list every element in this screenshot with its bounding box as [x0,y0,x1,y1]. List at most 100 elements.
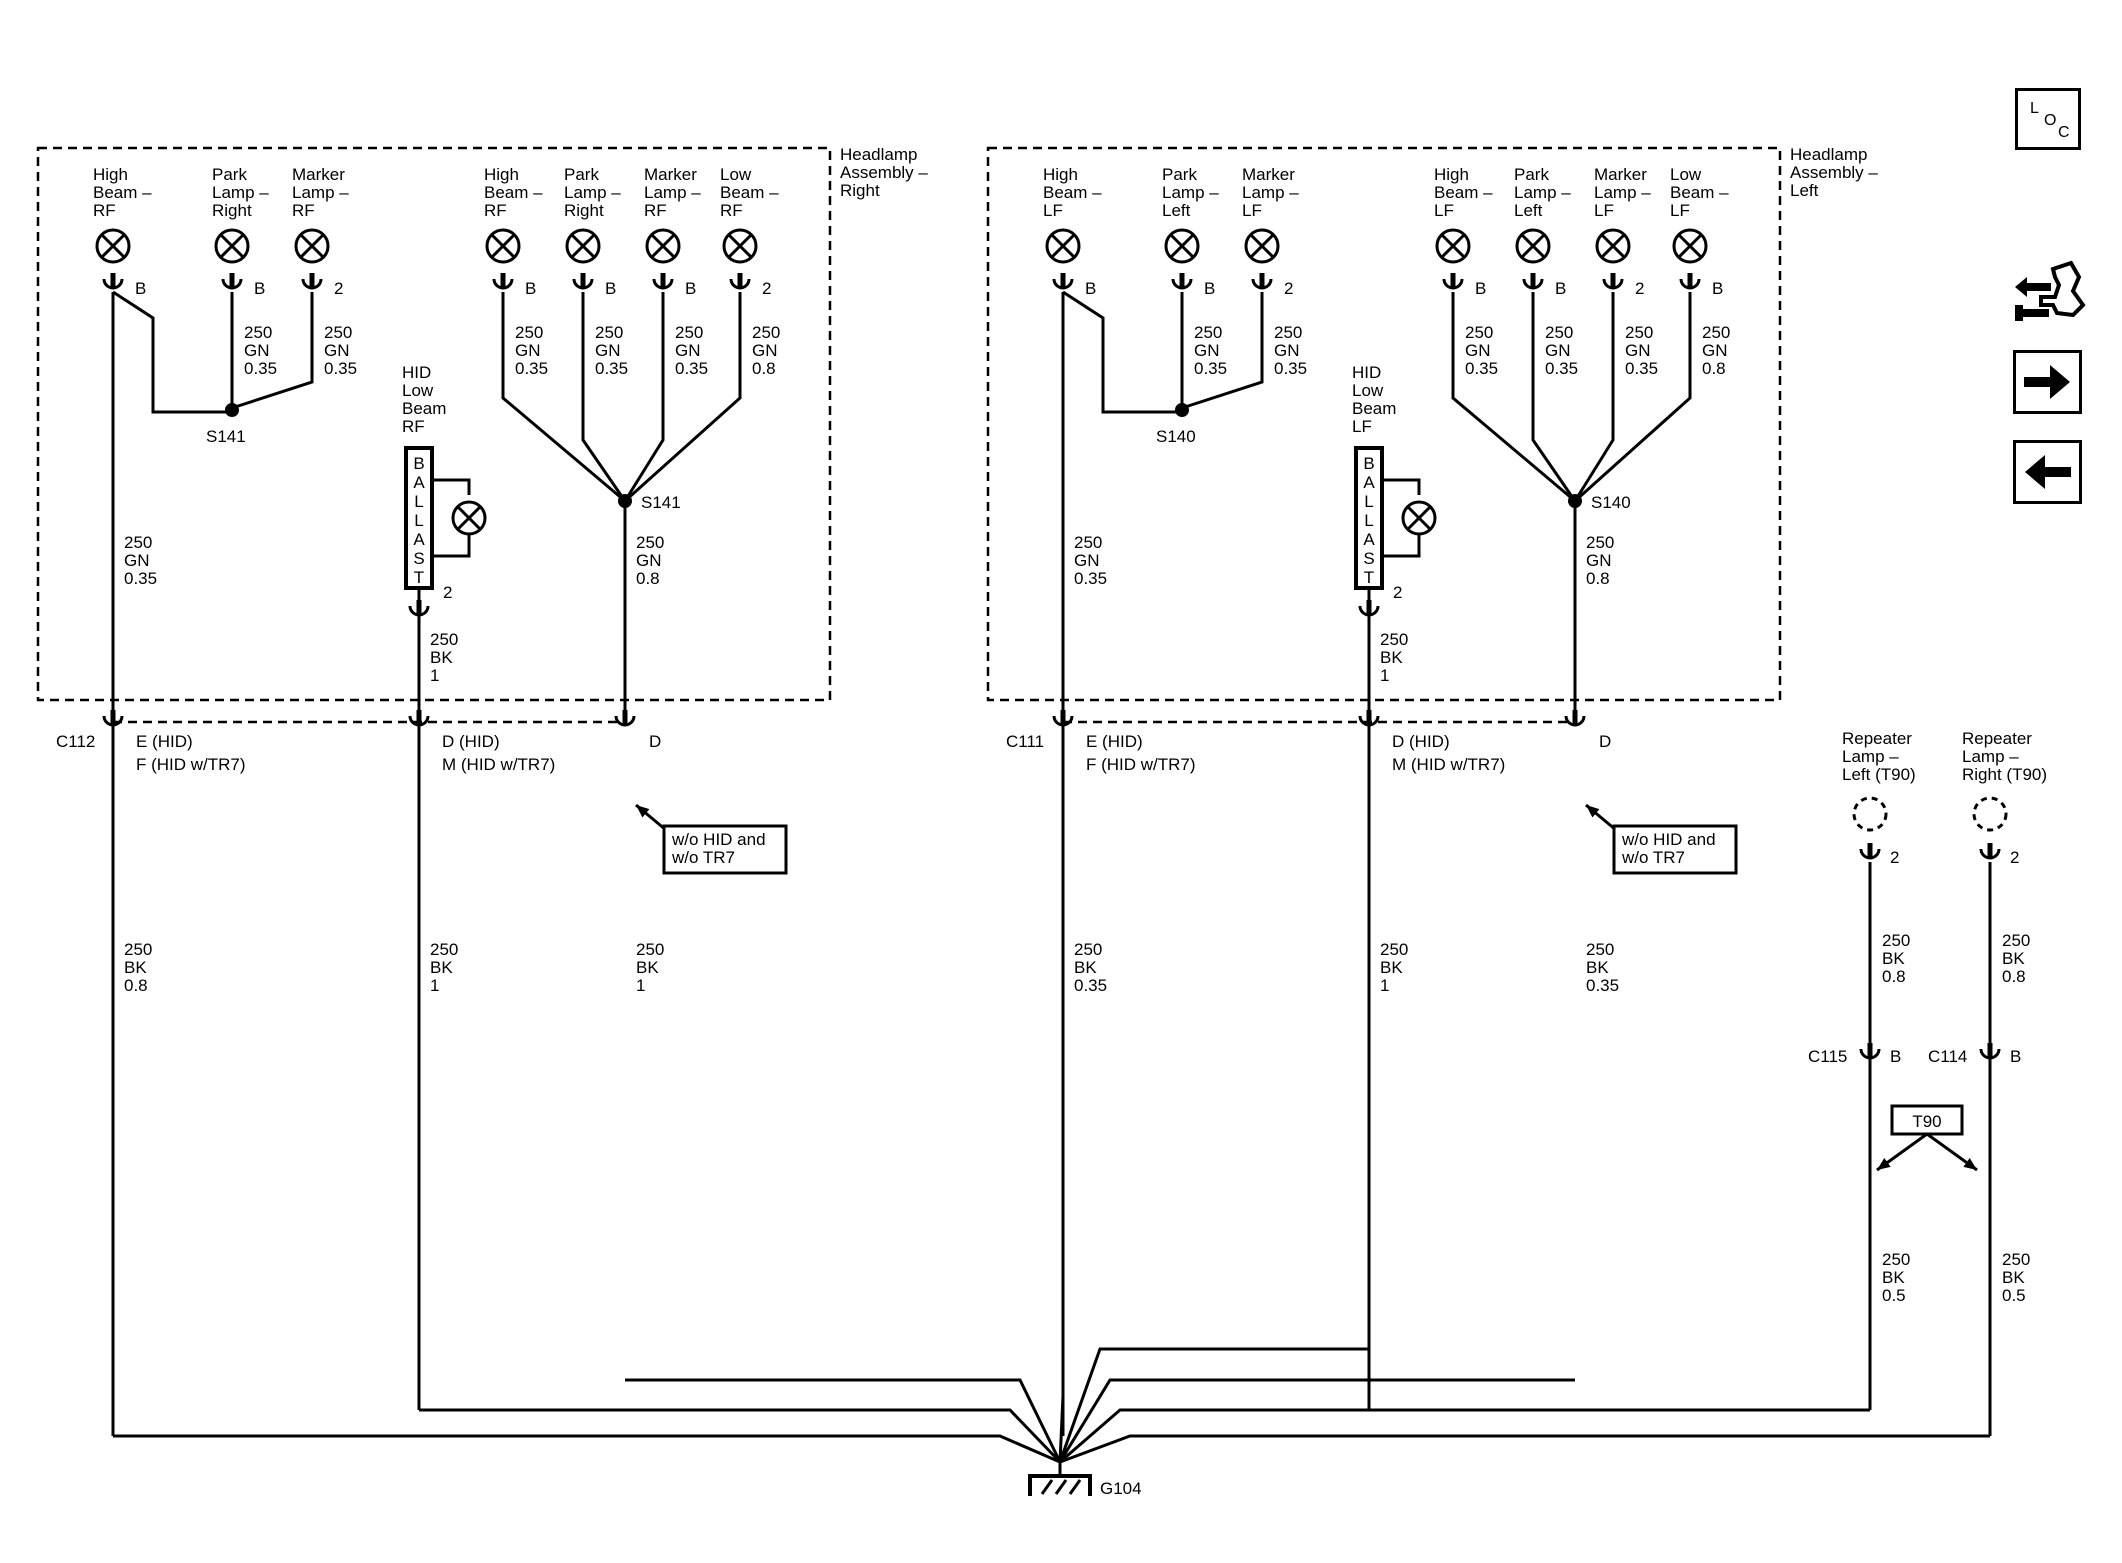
pin-label: B [2010,1047,2021,1066]
wire-label: 250 [1274,323,1302,342]
wire-label: GN [324,341,350,360]
lamp-cross [299,233,325,259]
connector-pin-label: E (HID) [1086,732,1143,751]
wire-label: 0.8 [1586,569,1610,588]
wire-ground [419,1408,1062,1464]
wire-lamp [1573,292,1692,503]
pin-label: B [605,279,616,298]
pin-label: 2 [1284,279,1293,298]
wire-label: 250 [1074,940,1102,959]
wire-label: 250 [1545,323,1573,342]
wire-label: GN [595,341,621,360]
wire-label: 250 [515,323,543,342]
loc-letter-c: C [2058,124,2070,141]
splice-dot [1568,494,1582,508]
wire-label: 250 [1194,323,1222,342]
lamp-label: Lamp – [1594,183,1651,202]
wire-ballast-lamp [432,535,471,558]
splice-dot [1175,403,1189,417]
lamp-label: Low [720,165,752,184]
wire-label: BK [1380,648,1403,667]
wire-label: 0.35 [1074,569,1107,588]
wire-marker [231,292,314,410]
lamp-label: Park [564,165,599,184]
loc-icon: L O C [2030,100,2070,141]
lamp-label: Park [212,165,247,184]
wire-label: 250 [1380,940,1408,959]
lamp-label: Park [1162,165,1197,184]
wire-lamp [1531,292,1577,502]
wire-label: 0.8 [124,976,148,995]
lamp-label: Marker [1242,165,1295,184]
connector-label: C111 [1006,732,1044,751]
wire-ground [1058,1347,1369,1463]
ballast-letter: A [413,473,425,492]
wire-label: GN [636,551,662,570]
wire-label: 0.35 [675,359,708,378]
wire-ballast-lamp [1382,478,1421,495]
wire-label: 0.8 [2002,967,2026,986]
ballast-letter: B [413,454,424,473]
ballast-letter: L [1364,492,1373,511]
wire-label: 250 [244,323,272,342]
wire-label: 0.35 [1074,976,1107,995]
assembly-title: Right [840,181,880,200]
connector-pin-label: F (HID w/TR7) [136,755,246,774]
wire-ground [1058,1395,1065,1463]
pin-label: 2 [1393,583,1402,602]
lamp-label: Lamp – [292,183,349,202]
lamp-icon [451,500,487,536]
lamp-label: Beam – [1670,183,1729,202]
pin-label: B [1475,279,1486,298]
note-text: w/o TR7 [1621,848,1685,867]
wire-label: 0.5 [1882,1286,1906,1305]
connector-repair-button[interactable] [2013,255,2087,335]
note-text: w/o HID and [1621,830,1716,849]
back-button[interactable] [2013,440,2082,504]
ballast-box [404,446,434,590]
lamp-cross [1600,233,1626,259]
note-text: w/o HID and [671,830,766,849]
pin-label: B [1085,279,1096,298]
wire-lamp [623,292,665,502]
loc-button[interactable]: L O C [2015,88,2081,150]
wire-label: 0.35 [1465,359,1498,378]
wire-label: 250 [430,630,458,649]
wire-label: 0.8 [636,569,660,588]
repeater-label: Left (T90) [1842,765,1916,784]
wire-label: BK [1380,958,1403,977]
ground-label: G104 [1100,1479,1142,1498]
wire-label: 250 [430,940,458,959]
assembly-title: Headlamp [1790,145,1868,164]
hid-label: HID [402,363,431,382]
lamp-label: Lamp – [1514,183,1571,202]
lamp-label: High [1043,165,1078,184]
wire-label: 250 [2002,931,2030,950]
option-tag-box [1890,1104,1964,1136]
ballast-box [1354,446,1384,590]
wire-label: BK [636,958,659,977]
splice-label: S141 [641,493,681,512]
lamp-label: Beam – [720,183,779,202]
lamp-icon [294,228,330,264]
lamp-icon [95,228,131,264]
wire-label: 1 [636,976,645,995]
assembly-title: Headlamp [840,145,918,164]
wire-high-beam [112,290,232,414]
forward-button[interactable] [2013,350,2082,414]
wire-label: 250 [752,323,780,342]
ground-hatch [1040,1479,1054,1495]
symbols [95,228,2008,1496]
wire-label: 0.5 [2002,1286,2026,1305]
splice-label: S141 [206,427,246,446]
lamp-label: RF [484,201,507,220]
option-arrow-icon [1963,1158,1977,1170]
assembly-boundary [986,146,1782,702]
connector-pin-label: E (HID) [136,732,193,751]
lamp-cross [1677,233,1703,259]
lamp-label: Lamp – [564,183,621,202]
wire-label: BK [1882,949,1905,968]
wire-lamp [623,292,742,503]
lamp-label: RF [292,201,315,220]
lamp-icon [722,228,758,264]
